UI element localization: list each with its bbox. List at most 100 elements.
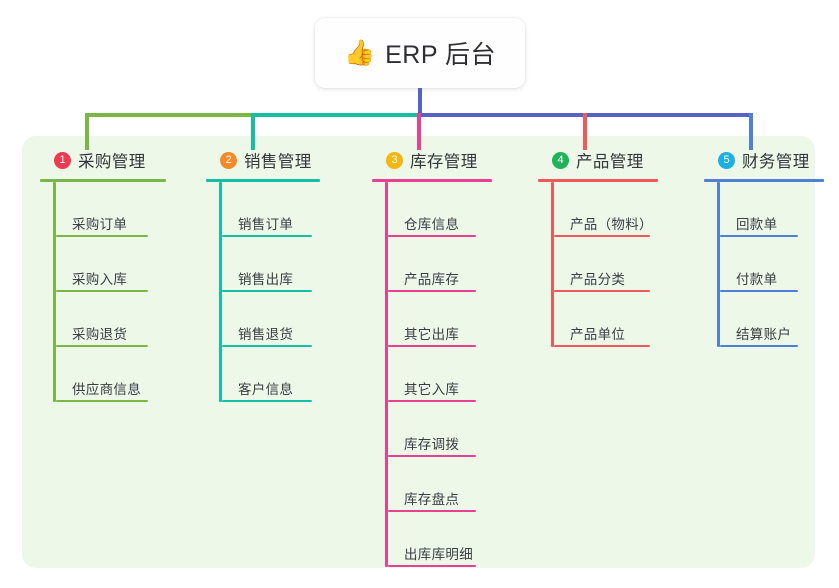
branch-item-underline	[222, 235, 312, 237]
branch-item-underline	[56, 290, 148, 292]
branch-spine-2	[219, 182, 222, 402]
branch-item-underline	[222, 345, 312, 347]
branch-badge-4: 4	[552, 151, 569, 169]
connector-drop-branch-1	[85, 113, 89, 150]
branch-item-underline	[222, 400, 312, 402]
branch-underline-5	[704, 179, 824, 182]
branch-item-underline	[554, 290, 650, 292]
branch-item[interactable]: 产品单位	[554, 292, 659, 347]
branch-item[interactable]: 产品库存	[388, 237, 492, 292]
branch-item-label: 产品分类	[570, 271, 626, 287]
branch-item-label: 库存调拨	[404, 436, 460, 452]
branch-item-underline	[388, 345, 476, 347]
branch-item-underline	[56, 400, 148, 402]
branch-title-1: 采购管理	[78, 153, 146, 171]
branch-item[interactable]: 其它入库	[388, 347, 492, 402]
branch-column-3: 3 库存管理仓库信息产品库存其它出库其它入库库存调拨库存盘点出库库明细	[372, 148, 492, 567]
branch-item-underline	[388, 510, 476, 512]
branch-item-label: 回款单	[736, 216, 778, 232]
branch-item-underline	[222, 290, 312, 292]
branch-item-label: 销售订单	[238, 216, 294, 232]
branch-item-label: 其它入库	[404, 381, 460, 397]
branch-item-underline	[388, 235, 476, 237]
branch-title-2: 销售管理	[244, 153, 312, 171]
branch-item-label: 产品库存	[404, 271, 460, 287]
branch-item-underline	[554, 235, 650, 237]
branch-column-2: 2 销售管理销售订单销售出库销售退货客户信息	[206, 148, 320, 402]
root-node[interactable]: 👍 ERP 后台	[315, 18, 525, 88]
branch-badge-3: 3	[386, 151, 403, 169]
branch-underline-1	[40, 179, 166, 182]
branch-item[interactable]: 库存调拨	[388, 402, 492, 457]
branch-badge-5: 5	[718, 151, 735, 169]
branch-item-underline	[56, 235, 148, 237]
connector-drop-branch-4	[583, 113, 587, 150]
connector-drop-branch-5	[749, 113, 753, 150]
thumbs-up-icon: 👍	[343, 38, 376, 67]
connector-bus-segment-1	[85, 113, 253, 117]
branch-item-underline	[388, 290, 476, 292]
branch-header-4[interactable]: 4 产品管理	[538, 148, 659, 172]
branch-item[interactable]: 结算账户	[720, 292, 824, 347]
branch-underline-4	[538, 179, 658, 182]
branch-item-underline	[554, 345, 650, 347]
branch-header-5[interactable]: 5 财务管理	[704, 148, 824, 172]
branch-title-4: 产品管理	[576, 153, 644, 171]
branch-item-label: 库存盘点	[404, 491, 460, 507]
branch-item[interactable]: 供应商信息	[56, 347, 166, 402]
connector-drop-branch-2	[251, 113, 255, 150]
branch-item-underline	[720, 235, 798, 237]
branch-item-label: 产品（物料）	[570, 216, 653, 232]
branch-item[interactable]: 产品分类	[554, 237, 659, 292]
connector-drop-branch-3	[417, 113, 421, 150]
branch-items-2: 销售订单销售出库销售退货客户信息	[206, 182, 320, 402]
branch-item-underline	[720, 345, 798, 347]
branch-header-1[interactable]: 1 采购管理	[40, 148, 166, 172]
branch-spine-4	[551, 182, 554, 347]
branch-underline-3	[372, 179, 492, 182]
branch-badge-1: 1	[54, 151, 71, 169]
branch-item[interactable]: 付款单	[720, 237, 824, 292]
connector-bus-segment-2	[251, 113, 419, 117]
branch-title-5: 财务管理	[742, 153, 810, 171]
branch-item[interactable]: 采购退货	[56, 292, 166, 347]
branch-title-3: 库存管理	[410, 153, 478, 171]
branch-column-4: 4 产品管理产品（物料） 产品分类产品单位	[538, 148, 659, 347]
branch-item[interactable]: 产品（物料）	[554, 182, 659, 237]
branch-spine-1	[53, 182, 56, 402]
branch-item-label: 出库库明细	[404, 546, 473, 562]
branch-header-3[interactable]: 3 库存管理	[372, 148, 492, 172]
diagram-background-panel	[22, 136, 815, 568]
branch-items-3: 仓库信息产品库存其它出库其它入库库存调拨库存盘点出库库明细	[372, 182, 492, 567]
branch-item-label: 产品单位	[570, 326, 626, 342]
branch-item[interactable]: 客户信息	[222, 347, 320, 402]
branch-item-underline	[720, 290, 798, 292]
branch-item[interactable]: 其它出库	[388, 292, 492, 347]
branch-header-2[interactable]: 2 销售管理	[206, 148, 320, 172]
branch-item[interactable]: 库存盘点	[388, 457, 492, 512]
branch-item-label: 结算账户	[736, 326, 792, 342]
branch-item[interactable]: 销售退货	[222, 292, 320, 347]
branch-item-label: 付款单	[736, 271, 778, 287]
branch-item-underline	[388, 455, 476, 457]
branch-column-1: 1 采购管理采购订单采购入库采购退货供应商信息	[40, 148, 166, 402]
branch-item[interactable]: 回款单	[720, 182, 824, 237]
branch-item[interactable]: 销售出库	[222, 237, 320, 292]
branch-item-underline	[56, 345, 148, 347]
branch-item[interactable]: 采购入库	[56, 237, 166, 292]
branch-item[interactable]: 仓库信息	[388, 182, 492, 237]
branch-item-label: 仓库信息	[404, 216, 460, 232]
branch-badge-2: 2	[220, 151, 237, 169]
branch-item[interactable]: 出库库明细	[388, 512, 492, 567]
branch-item-label: 采购订单	[72, 216, 128, 232]
branch-item-label: 供应商信息	[72, 381, 141, 397]
branch-item-underline	[388, 565, 476, 567]
branch-item-label: 销售出库	[238, 271, 294, 287]
branch-item-label: 客户信息	[238, 381, 294, 397]
branch-item[interactable]: 采购订单	[56, 182, 166, 237]
branch-item[interactable]: 销售订单	[222, 182, 320, 237]
branch-items-5: 回款单付款单结算账户	[704, 182, 824, 347]
branch-item-label: 销售退货	[238, 326, 294, 342]
branch-items-4: 产品（物料） 产品分类产品单位	[538, 182, 659, 347]
branch-spine-5	[717, 182, 720, 347]
